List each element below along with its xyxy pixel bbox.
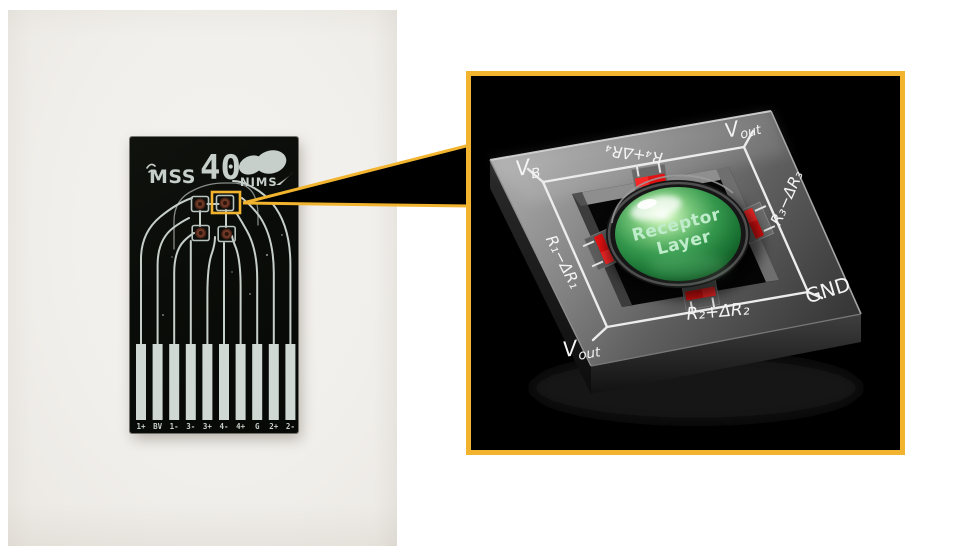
sensor-pad — [215, 194, 235, 212]
mss-logo: MSS — [146, 163, 196, 188]
sensor-3d-render: Receptor Layer VB Vout Vout GND R₁−ΔR₁ R… — [489, 110, 862, 422]
pin-label: 3- — [186, 422, 195, 431]
receptor-dome: Receptor Layer — [606, 174, 762, 300]
chip-photograph: MSS 40 NIMS 1+ BV 1- 3- 3+ 4- 4+ — [8, 10, 397, 546]
callout-line-top — [242, 143, 471, 205]
vout-bottom-terminal-label: Vout — [561, 332, 602, 365]
pin-label: 1- — [170, 422, 179, 431]
sensor-membrane-pads — [190, 194, 236, 243]
electrode-fingers — [136, 344, 296, 420]
zoom-callout-wedge — [242, 143, 471, 208]
pin-label: 1+ — [136, 422, 146, 431]
highlighted-sensor-box — [210, 190, 242, 215]
sensor-chip: MSS 40 NIMS 1+ BV 1- 3- 3+ 4- 4+ — [130, 137, 298, 433]
pin-label: 4- — [219, 422, 228, 431]
pin-label: 4+ — [236, 422, 246, 431]
chip-artwork: MSS 40 NIMS 1+ BV 1- 3- 3+ 4- 4+ — [136, 148, 296, 431]
sensor-pad — [217, 225, 236, 243]
antenna-icon — [146, 163, 156, 173]
pin-label: G — [255, 422, 260, 431]
nims-logo-text: NIMS — [240, 175, 278, 189]
magnified-sensor-inset: Receptor Layer VB Vout Vout GND R₁−ΔR₁ R… — [466, 71, 905, 455]
pin-labels: 1+ BV 1- 3- 3+ 4- 4+ G 2+ 2- — [136, 422, 294, 431]
vb-terminal-label: VB — [514, 153, 542, 185]
vout-top-terminal-label: Vout — [722, 110, 764, 146]
sensor-pad — [191, 224, 211, 242]
pin-label: 2+ — [269, 422, 279, 431]
pin-label: BV — [153, 422, 163, 431]
mss-logo-text: MSS — [149, 166, 196, 188]
callout-line-bottom — [242, 201, 471, 208]
chip-number: 40 — [200, 148, 241, 188]
nims-logo: NIMS — [238, 150, 294, 189]
pin-label: 3+ — [203, 422, 213, 431]
pin-label: 2- — [286, 422, 295, 431]
sensor-pad — [190, 195, 210, 213]
